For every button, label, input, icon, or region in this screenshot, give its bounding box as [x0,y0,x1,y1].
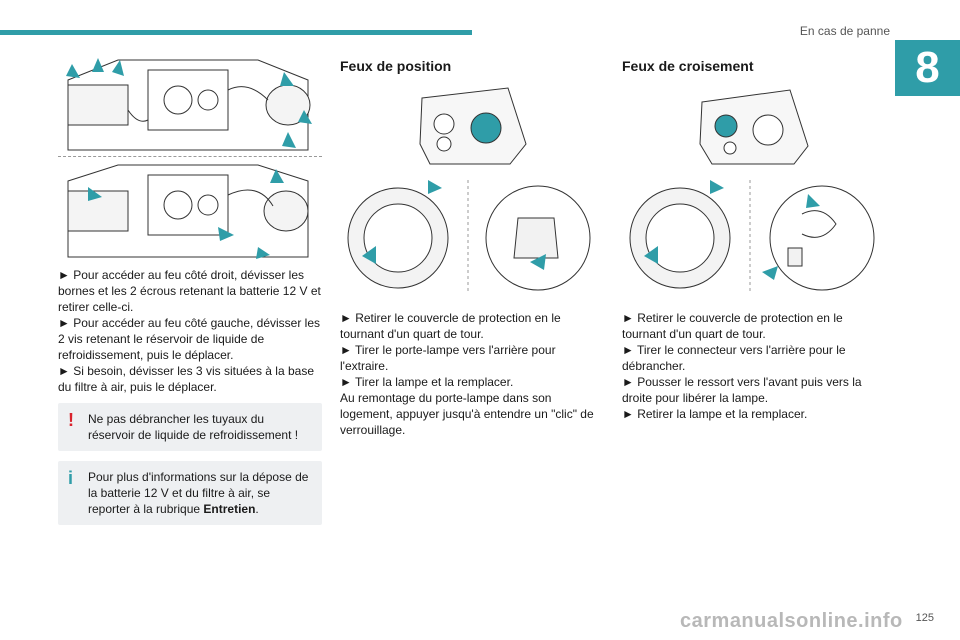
low-beam-step-3: ► Pousser le ressort vers l'avant puis v… [622,375,862,405]
position-step-2: ► Tirer le porte-lampe vers l'arrière po… [340,343,556,373]
position-light-headlamp-illustration [340,84,602,174]
instruction-air-filter: ► Si besoin, dévisser les 3 vis situées … [58,364,315,394]
low-beam-step-4: ► Retirer la lampe et la remplacer. [622,407,808,421]
warning-note: ! Ne pas débrancher les tuyaux du réserv… [58,403,322,451]
position-step-1: ► Retirer le couvercle de protection en … [340,311,561,341]
engine-bay-illustration-top [58,50,322,154]
warning-text: Ne pas débrancher les tuyaux du réservoi… [88,412,299,442]
position-lights-title: Feux de position [340,58,452,74]
low-beam-step-1: ► Retirer le couvercle de protection en … [622,311,843,341]
engine-bay-illustration-bottom [58,161,322,261]
low-beam-step-2: ► Tirer le connecteur vers l'arrière pou… [622,343,846,373]
chapter-tab: 8 [895,40,960,96]
figure-divider [58,156,322,157]
instruction-coolant: ► Pour accéder au feu côté gauche, dévis… [58,316,321,362]
top-accent-bar [0,30,472,35]
column-left: ► Pour accéder au feu côté droit, déviss… [58,50,322,525]
info-note: i Pour plus d'informations sur la dépose… [58,461,322,525]
low-beam-connector-illustration [622,174,884,298]
info-icon: i [68,468,74,488]
watermark: carmanualsonline.info [680,610,903,632]
column-right: Feux de croisement ► Retirer le couvercl… [622,50,884,422]
warning-icon: ! [68,410,74,430]
info-bold-link: Entretien [203,502,256,516]
section-title: En cas de panne [799,24,890,38]
position-step-3: ► Tirer la lampe et la remplacer. [340,375,514,389]
instruction-battery: ► Pour accéder au feu côté droit, déviss… [58,268,321,314]
low-beam-headlamp-illustration [622,84,884,174]
position-light-bulb-holder-illustration [340,174,602,298]
column-middle: Feux de position ► Retirer le couvercle … [340,50,602,438]
position-step-4: Au remontage du porte-lampe dans son log… [340,391,594,437]
low-beam-title: Feux de croisement [622,58,754,74]
page-number: 125 [915,612,934,624]
info-suffix: . [255,502,259,516]
info-text: Pour plus d'informations sur la dépose d… [88,470,309,516]
